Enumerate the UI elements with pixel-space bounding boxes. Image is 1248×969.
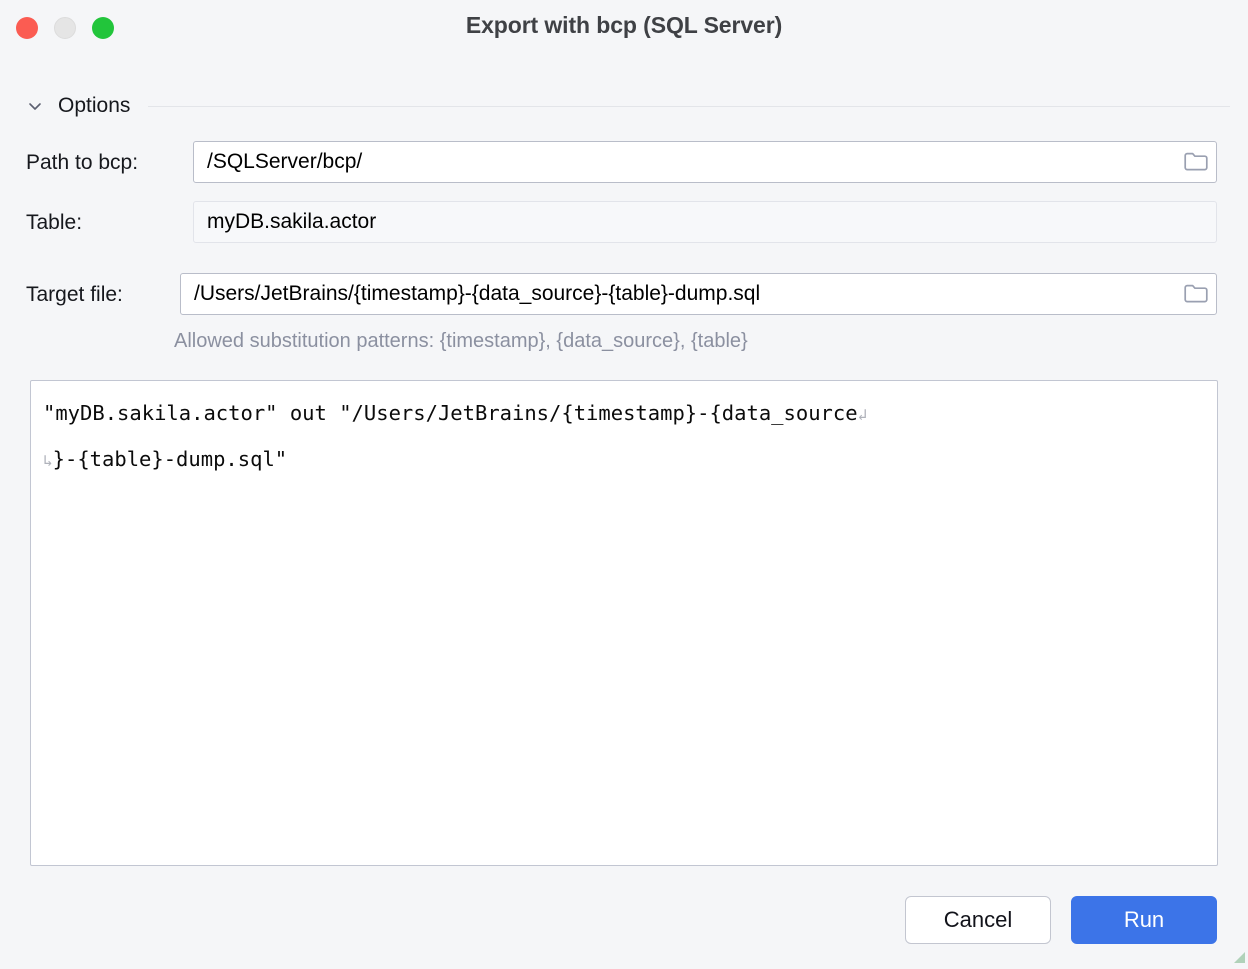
run-button[interactable]: Run [1071,896,1217,944]
table-value: myDB.sakila.actor [207,210,377,233]
path-to-bcp-label: Path to bcp: [26,151,139,174]
target-file-value[interactable]: /Users/JetBrains/{timestamp}-{data_sourc… [194,282,761,305]
resize-grip-handle[interactable] [1228,946,1246,964]
zoom-window-button[interactable] [92,17,114,39]
path-to-bcp-field[interactable]: /SQLServer/bcp/ [193,141,1217,183]
table-row: Table: [26,202,82,244]
command-preview-textarea[interactable]: "myDB.sakila.actor" out "/Users/JetBrain… [30,380,1218,866]
path-to-bcp-value[interactable]: /SQLServer/bcp/ [207,150,363,173]
command-preview-text[interactable]: "myDB.sakila.actor" out "/Users/JetBrain… [31,381,1217,483]
close-window-button[interactable] [16,17,38,39]
target-file-row: Target file: [26,274,123,316]
chevron-down-icon[interactable] [26,97,44,115]
target-file-label: Target file: [26,283,123,306]
command-line-1: "myDB.sakila.actor" out "/Users/JetBrain… [43,401,858,425]
options-section-label: Options [58,94,131,117]
table-field: myDB.sakila.actor [193,201,1217,243]
cancel-button[interactable]: Cancel [905,896,1051,944]
window-controls [16,17,114,39]
target-file-browse-button[interactable] [1176,274,1216,314]
soft-wrap-end-icon: ↲ [857,405,868,424]
target-file-field[interactable]: /Users/JetBrains/{timestamp}-{data_sourc… [180,273,1217,315]
dialog-footer: Cancel Run [0,896,1248,948]
window-title-bar: Export with bcp (SQL Server) [0,0,1248,56]
table-label: Table: [26,211,83,234]
minimize-window-button[interactable] [54,17,76,39]
path-to-bcp-row: Path to bcp: [26,142,138,184]
options-section-header[interactable]: Options [26,92,1230,120]
section-divider [148,105,1230,107]
page-title: Export with bcp (SQL Server) [465,12,783,38]
path-to-bcp-browse-button[interactable] [1176,142,1216,182]
soft-wrap-start-icon: ↳ [43,451,53,470]
substitution-patterns-hint: Allowed substitution patterns: {timestam… [174,330,748,352]
command-line-2: }-{table}-dump.sql" [52,447,288,471]
